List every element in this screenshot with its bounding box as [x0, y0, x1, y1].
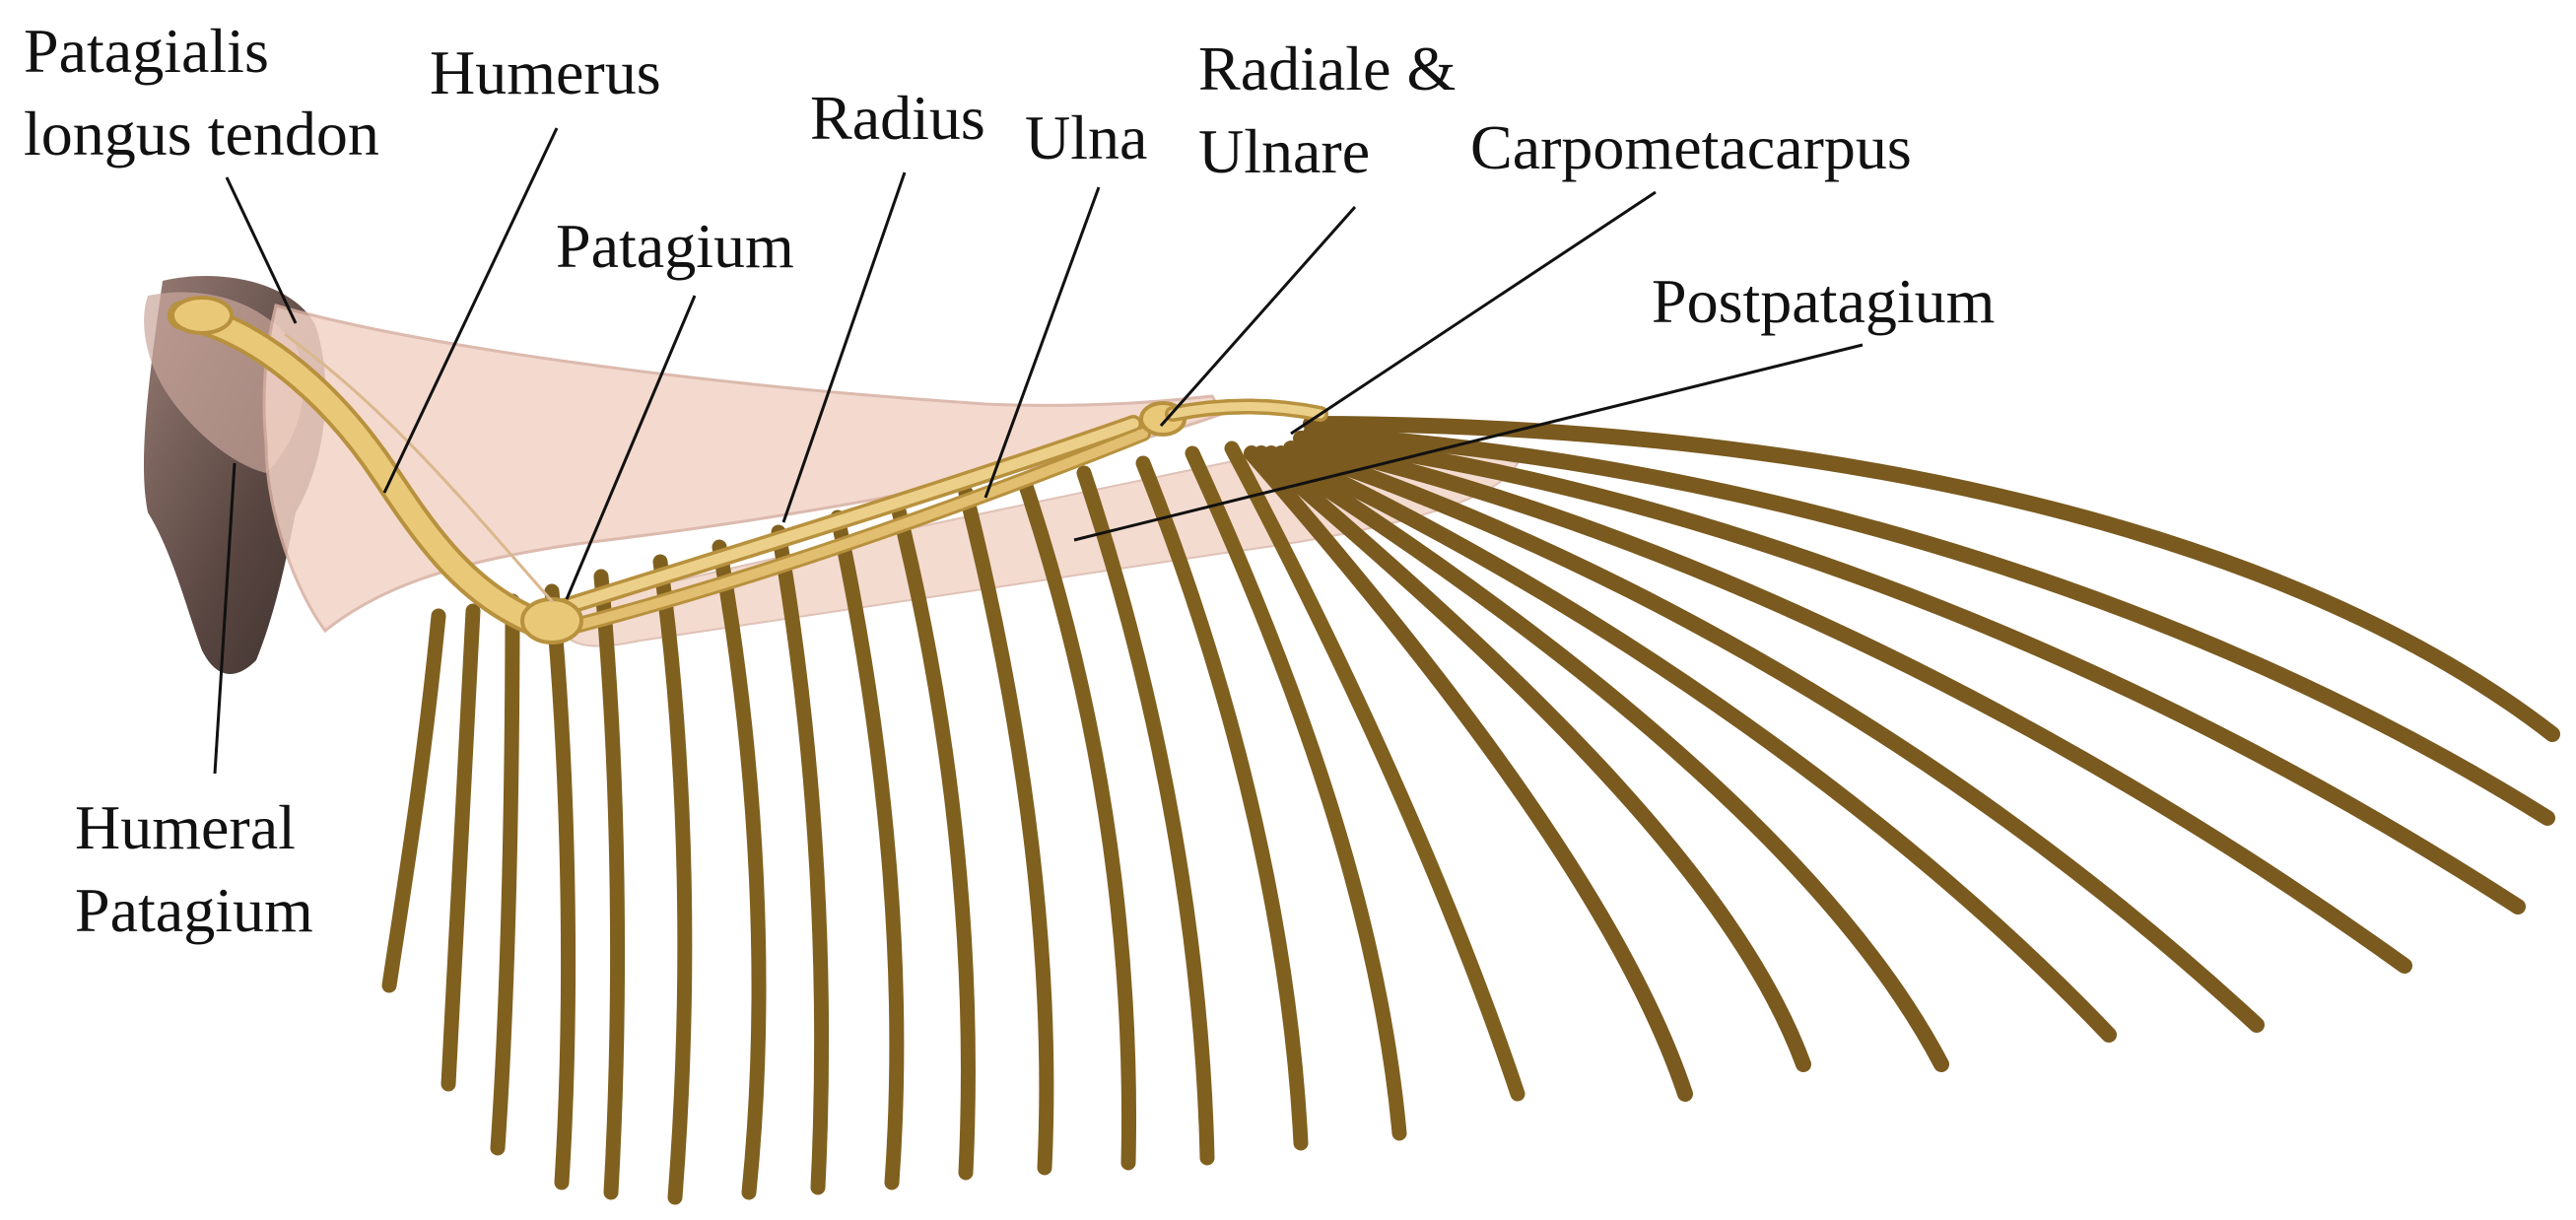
- label-patagium: Patagium: [556, 211, 794, 281]
- label-radiale-ulnare: Radiale & Ulnare: [1198, 34, 1457, 186]
- leader-carpometacarpus: [1290, 190, 1657, 436]
- leader-patagialis-tendon: [225, 176, 298, 324]
- elbow-joint: [520, 597, 583, 644]
- leader-humeral-patagium: [213, 462, 237, 775]
- label-patagialis-longus-tendon: Patagialis longus tendon: [24, 16, 379, 169]
- leader-postpatagium: [1073, 343, 1864, 542]
- leader-radius: [781, 171, 907, 523]
- label-postpatagium: Postpatagium: [1652, 266, 1996, 336]
- leader-radiale-ulnare: [1159, 206, 1357, 427]
- label-ulna: Ulna: [1025, 102, 1148, 172]
- primary-feathers: [1244, 416, 2560, 1102]
- label-carpometacarpus: Carpometacarpus: [1470, 112, 1912, 182]
- leader-humerus: [382, 127, 559, 494]
- humeral-head: [170, 296, 234, 335]
- leader-ulna: [983, 186, 1101, 499]
- patagialis-tendon: [284, 333, 554, 603]
- leader-patagium: [565, 295, 697, 600]
- label-humeral-patagium: Humeral Patagium: [75, 792, 313, 945]
- leader-lines: [213, 127, 1864, 775]
- label-radius: Radius: [810, 83, 985, 153]
- label-humerus: Humerus: [430, 37, 661, 107]
- wing-bones: [168, 296, 1328, 644]
- secondary-feathers: [381, 441, 1525, 1205]
